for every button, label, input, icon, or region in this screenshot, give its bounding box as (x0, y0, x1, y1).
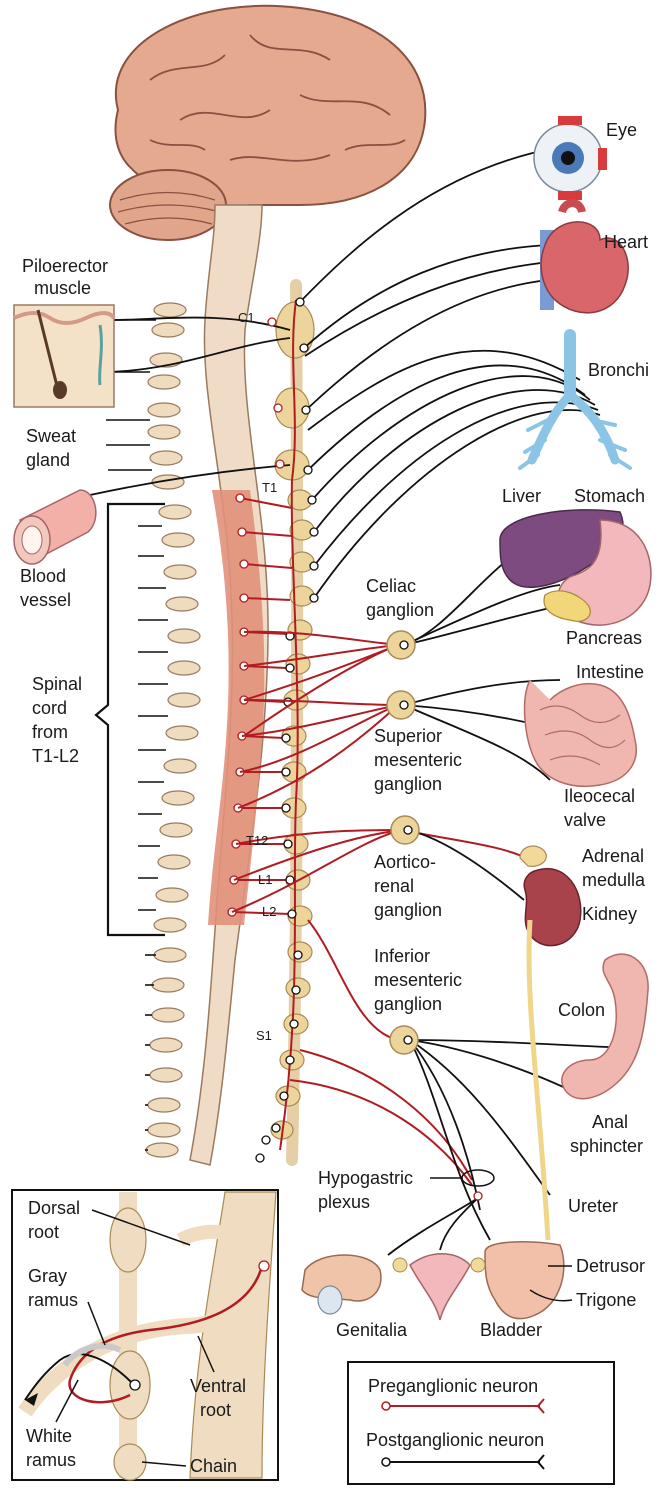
nerve-root (149, 450, 185, 490)
spinal-cord-brace (94, 502, 165, 937)
legend-postganglionic-symbol (381, 1454, 545, 1470)
level-l2: L2 (262, 904, 276, 919)
postganglionic-fibers-upper (89, 147, 601, 599)
pancreas (543, 590, 591, 622)
ureter (526, 919, 551, 1241)
legend-postganglionic-label: Postganglionic neuron (366, 1430, 544, 1450)
legend-preganglionic-label: Preganglionic neuron (368, 1376, 538, 1396)
gray-ramus-leader (87, 1301, 106, 1346)
bladder (484, 1241, 565, 1320)
nerve-root (158, 504, 195, 548)
ventral-root-leader (197, 1335, 215, 1373)
nerve-root (151, 302, 187, 338)
label-bladder: Bladder (480, 1320, 542, 1340)
label-eye: Eye (606, 120, 637, 140)
nerve-root (167, 628, 201, 676)
eye (533, 116, 607, 200)
inset-label-chain: Chain (190, 1456, 237, 1476)
level-s1: S1 (256, 1028, 272, 1043)
bronchi (518, 329, 632, 470)
peripheral-nerve-lines (106, 319, 168, 1151)
label-detrusor: Detrusor (576, 1256, 645, 1276)
level-c1: C1 (238, 310, 255, 325)
inset-spinal-segment (11, 1189, 279, 1481)
nerve-root (147, 1067, 183, 1113)
hypogastric-plexus-node (461, 1169, 495, 1201)
nerve-root (149, 1007, 185, 1053)
aorticorenal-ganglion (390, 815, 420, 845)
level-t12: T12 (246, 833, 268, 848)
dorsal-root-leader (91, 1209, 191, 1246)
spinal-nerve-roots (145, 302, 201, 1158)
small-intestine (523, 679, 637, 787)
preganglionic-fibers-cord-to-chain (231, 299, 299, 1151)
level-l1: L1 (258, 872, 272, 887)
nerve-root (157, 822, 193, 870)
label-stomach: Stomach (574, 486, 645, 506)
spinal-cord-t1-l2-highlight (208, 490, 265, 925)
level-t1: T1 (262, 480, 277, 495)
colon (561, 953, 649, 1100)
skin-piloerector (13, 304, 116, 408)
nerve-root (145, 1122, 181, 1158)
adrenal-kidney (519, 845, 582, 947)
heart (540, 199, 629, 314)
label-bronchi: Bronchi (588, 360, 649, 380)
nerve-root (161, 758, 197, 806)
label-intestine: Intestine (576, 662, 644, 682)
nerve-root (165, 692, 201, 741)
label-pancreas: Pancreas (566, 628, 642, 648)
white-ramus-leader (55, 1379, 79, 1423)
label-ureter: Ureter (568, 1196, 618, 1216)
label-kidney: Kidney (582, 904, 637, 924)
blood-vessel (13, 489, 97, 565)
cerebellum (109, 169, 227, 241)
legend-preganglionic-symbol (381, 1398, 545, 1414)
label-trigone: Trigone (576, 1290, 636, 1310)
superior-mesenteric-ganglion (386, 690, 416, 720)
label-heart: Heart (604, 232, 648, 252)
label-liver: Liver (502, 486, 541, 506)
genitalia-female (392, 1253, 486, 1321)
genitalia-male (301, 1254, 382, 1315)
trigone-leader (529, 1289, 573, 1302)
nerve-root (153, 887, 189, 933)
inferior-mesenteric-ganglion (389, 1025, 419, 1055)
chain-leader (141, 1461, 187, 1467)
label-colon: Colon (558, 1000, 605, 1020)
label-genitalia: Genitalia (336, 1320, 408, 1340)
nerve-root (151, 947, 187, 993)
spinal-level-labels: C1 T1 T12 L1 L2 S1 (238, 310, 277, 1043)
legend: Preganglionic neuron Postganglionic neur… (347, 1361, 615, 1485)
celiac-ganglion (386, 630, 416, 660)
preganglionic-fibers-to-ganglia (231, 630, 527, 1186)
nerve-root (147, 402, 181, 440)
nerve-root (147, 352, 183, 390)
nerve-root (163, 564, 199, 612)
